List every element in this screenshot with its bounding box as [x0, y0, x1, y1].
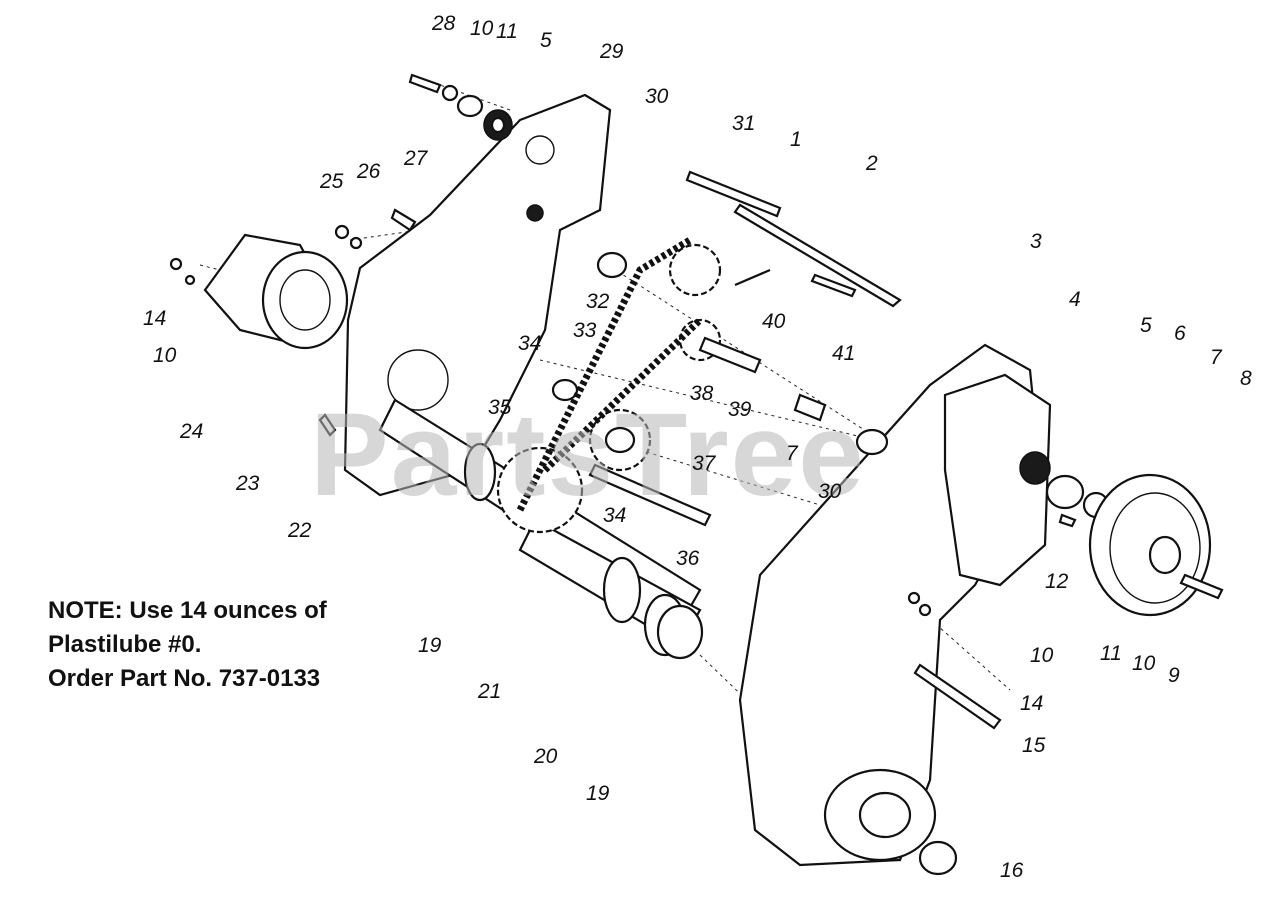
note-line-1: NOTE: Use 14 ounces of	[48, 597, 327, 624]
callout-27: 27	[403, 147, 429, 170]
hardware	[169, 208, 1002, 876]
callout-38: 38	[690, 382, 714, 405]
callout-14: 14	[143, 307, 166, 330]
callout-2: 2	[865, 152, 878, 175]
callout-28: 28	[431, 12, 456, 35]
callout-8: 8	[1240, 367, 1252, 390]
watermark: PartsTree	[310, 389, 866, 521]
right-gearcase-half	[738, 343, 1052, 867]
drive-chains	[516, 236, 703, 512]
callout-7: 7	[1210, 346, 1223, 369]
note-line-2: Plastilube #0.	[48, 631, 202, 658]
callout-20: 20	[533, 745, 558, 768]
callout-33: 33	[573, 319, 597, 342]
callout-5: 5	[540, 29, 552, 52]
callout-19: 19	[418, 634, 442, 657]
callout-5: 5	[1140, 314, 1152, 337]
left-gearcase-half	[343, 93, 612, 497]
callout-24: 24	[179, 420, 203, 443]
callout-11: 11	[496, 20, 518, 43]
callout-32: 32	[586, 290, 610, 313]
callout-10: 10	[470, 17, 494, 40]
callout-9: 9	[1168, 664, 1180, 687]
callout-19: 19	[586, 782, 610, 805]
callout-26: 26	[356, 160, 381, 183]
lubricant-note: NOTE: Use 14 ounces of Plastilube #0. Or…	[48, 594, 327, 696]
callout-16: 16	[1000, 859, 1024, 882]
callout-36: 36	[676, 547, 700, 570]
small-parts	[318, 251, 889, 527]
callout-11: 11	[1100, 642, 1122, 665]
callout-1: 1	[790, 128, 802, 151]
callout-6: 6	[1174, 322, 1186, 345]
callout-10: 10	[1030, 644, 1054, 667]
callout-34: 34	[518, 332, 541, 355]
pulley	[1088, 473, 1224, 617]
callout-34: 34	[603, 504, 626, 527]
callout-30: 30	[818, 480, 842, 503]
callout-22: 22	[287, 519, 312, 542]
callout-40: 40	[762, 310, 786, 333]
callout-23: 23	[235, 472, 260, 495]
callout-21: 21	[477, 680, 501, 703]
callout-12: 12	[1045, 570, 1069, 593]
callout-29: 29	[599, 40, 624, 63]
callout-31: 31	[732, 112, 755, 135]
top-bearing-stack	[408, 73, 513, 141]
callout-15: 15	[1022, 734, 1046, 757]
callout-39: 39	[728, 398, 752, 421]
callout-7: 7	[786, 442, 799, 465]
left-hub	[203, 233, 349, 350]
callout-3: 3	[1030, 230, 1042, 253]
callout-4: 4	[1069, 288, 1081, 311]
note-line-3: Order Part No. 737-0133	[48, 665, 321, 692]
callout-30: 30	[645, 85, 669, 108]
callout-14: 14	[1020, 692, 1043, 715]
callout-25: 25	[319, 170, 344, 193]
callout-35: 35	[488, 396, 512, 419]
callout-10: 10	[1132, 652, 1156, 675]
upper-shafts	[685, 170, 902, 308]
callout-10: 10	[153, 344, 177, 367]
callout-37: 37	[692, 452, 717, 475]
callout-41: 41	[832, 342, 855, 365]
